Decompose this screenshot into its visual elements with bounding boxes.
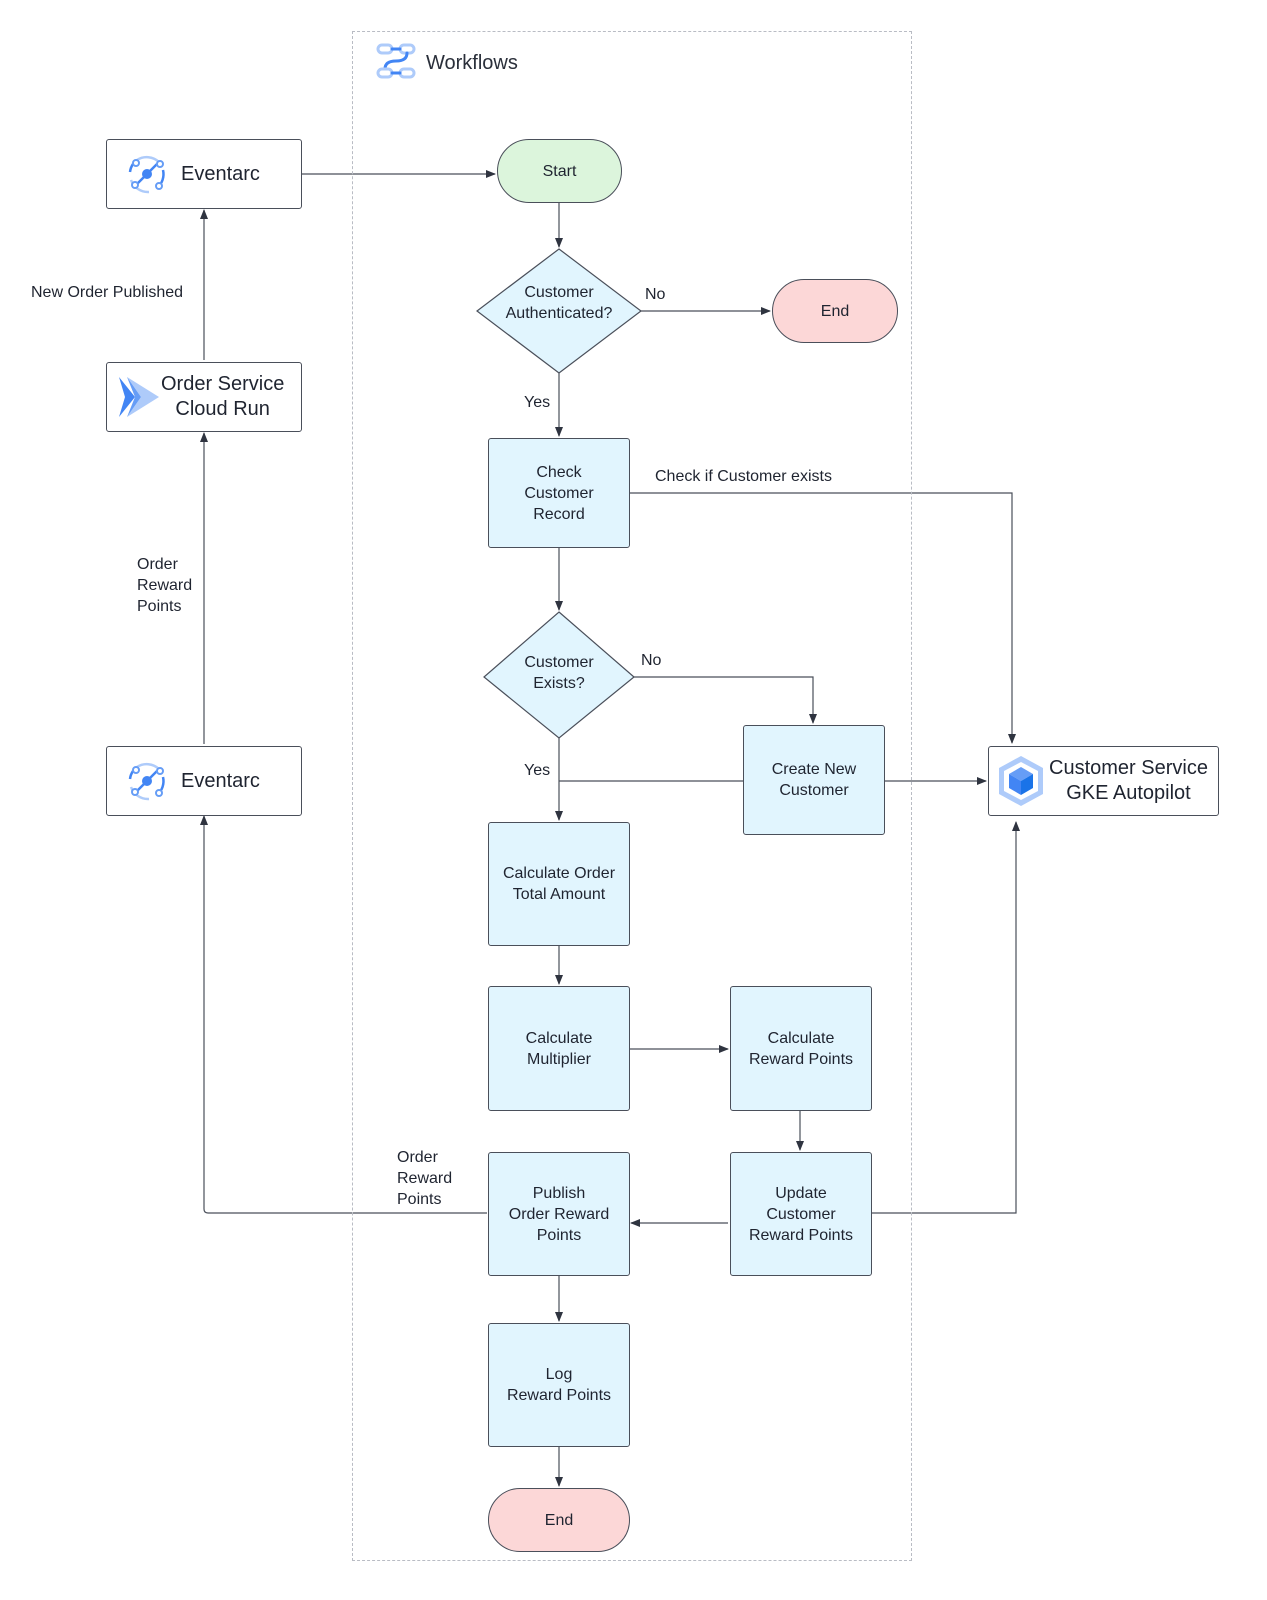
publish-order-reward-points-node[interactable]: Publish Order Reward Points [488, 1152, 630, 1276]
calculate-multiplier-node[interactable]: Calculate Multiplier [488, 986, 630, 1111]
cloud-run-icon [119, 377, 159, 417]
customer-service-line2: GKE Autopilot [1066, 782, 1191, 804]
edge-publish-to-eventarc [200, 815, 487, 1214]
order-reward-points-left-label: Order Reward Points [137, 556, 193, 615]
eventarc-top-label: Eventarc [181, 162, 260, 185]
customer-service-line1: Customer Service [1049, 757, 1208, 779]
workflows-frame [352, 31, 912, 1561]
check-if-customer-exists-label: Check if Customer exists [655, 468, 832, 485]
order-reward-points-bottom-label: Order Reward Points [397, 1149, 453, 1208]
eventarc-icon [128, 155, 165, 194]
customer-service-label: Customer Service GKE Autopilot [1049, 756, 1208, 806]
customer-exists-label[interactable]: Customer Exists? [524, 654, 594, 692]
customer-authenticated-label[interactable]: Customer Authenticated? [505, 284, 613, 322]
workflows-header: Workflows [374, 40, 518, 86]
end-top-node[interactable]: End [772, 279, 898, 343]
eventarc-top-box[interactable]: Eventarc [106, 139, 302, 209]
check-customer-record-node[interactable]: Check Customer Record [488, 438, 630, 548]
order-service-line2: Cloud Run [175, 398, 270, 420]
workflows-title: Workflows [426, 51, 518, 74]
calculate-reward-points-node[interactable]: Calculate Reward Points [730, 986, 872, 1111]
order-service-label: Order Service Cloud Run [161, 372, 284, 422]
customer-authenticated-diamond [476, 248, 642, 374]
workflows-icon [376, 43, 416, 79]
end-bottom-label: End [544, 1511, 574, 1529]
edge-exists-to-create [634, 676, 817, 724]
end-bottom-node[interactable]: End [488, 1488, 630, 1552]
new-order-published-label: New Order Published [31, 284, 184, 301]
order-service-line1: Order Service [161, 373, 285, 395]
calculate-order-total-node[interactable]: Calculate Order Total Amount [488, 822, 630, 946]
update-customer-reward-points-node[interactable]: Update Customer Reward Points [730, 1152, 872, 1276]
log-reward-points-node[interactable]: Log Reward Points [488, 1323, 630, 1447]
create-new-customer-node[interactable]: Create New Customer [743, 725, 885, 835]
no-exists-label: No [641, 652, 662, 669]
eventarc-bottom-box[interactable]: Eventarc [106, 746, 302, 816]
edge-update-to-customer-service [871, 821, 1020, 1214]
yes-auth-label: Yes [524, 394, 551, 411]
order-service-box[interactable]: Order Service Cloud Run [106, 362, 302, 432]
end-top-label: End [820, 302, 850, 320]
customer-exists-diamond [483, 611, 635, 739]
start-node[interactable]: Start [497, 139, 622, 203]
customer-service-box[interactable]: Customer Service GKE Autopilot [988, 746, 1219, 816]
no-auth-label: No [645, 286, 666, 303]
eventarc-bottom-label: Eventarc [181, 769, 260, 792]
start-label: Start [542, 162, 577, 180]
edge-check-to-customer-service [630, 492, 1016, 744]
gke-icon [999, 756, 1043, 806]
yes-exists-label: Yes [524, 762, 551, 779]
eventarc-icon [128, 762, 165, 801]
